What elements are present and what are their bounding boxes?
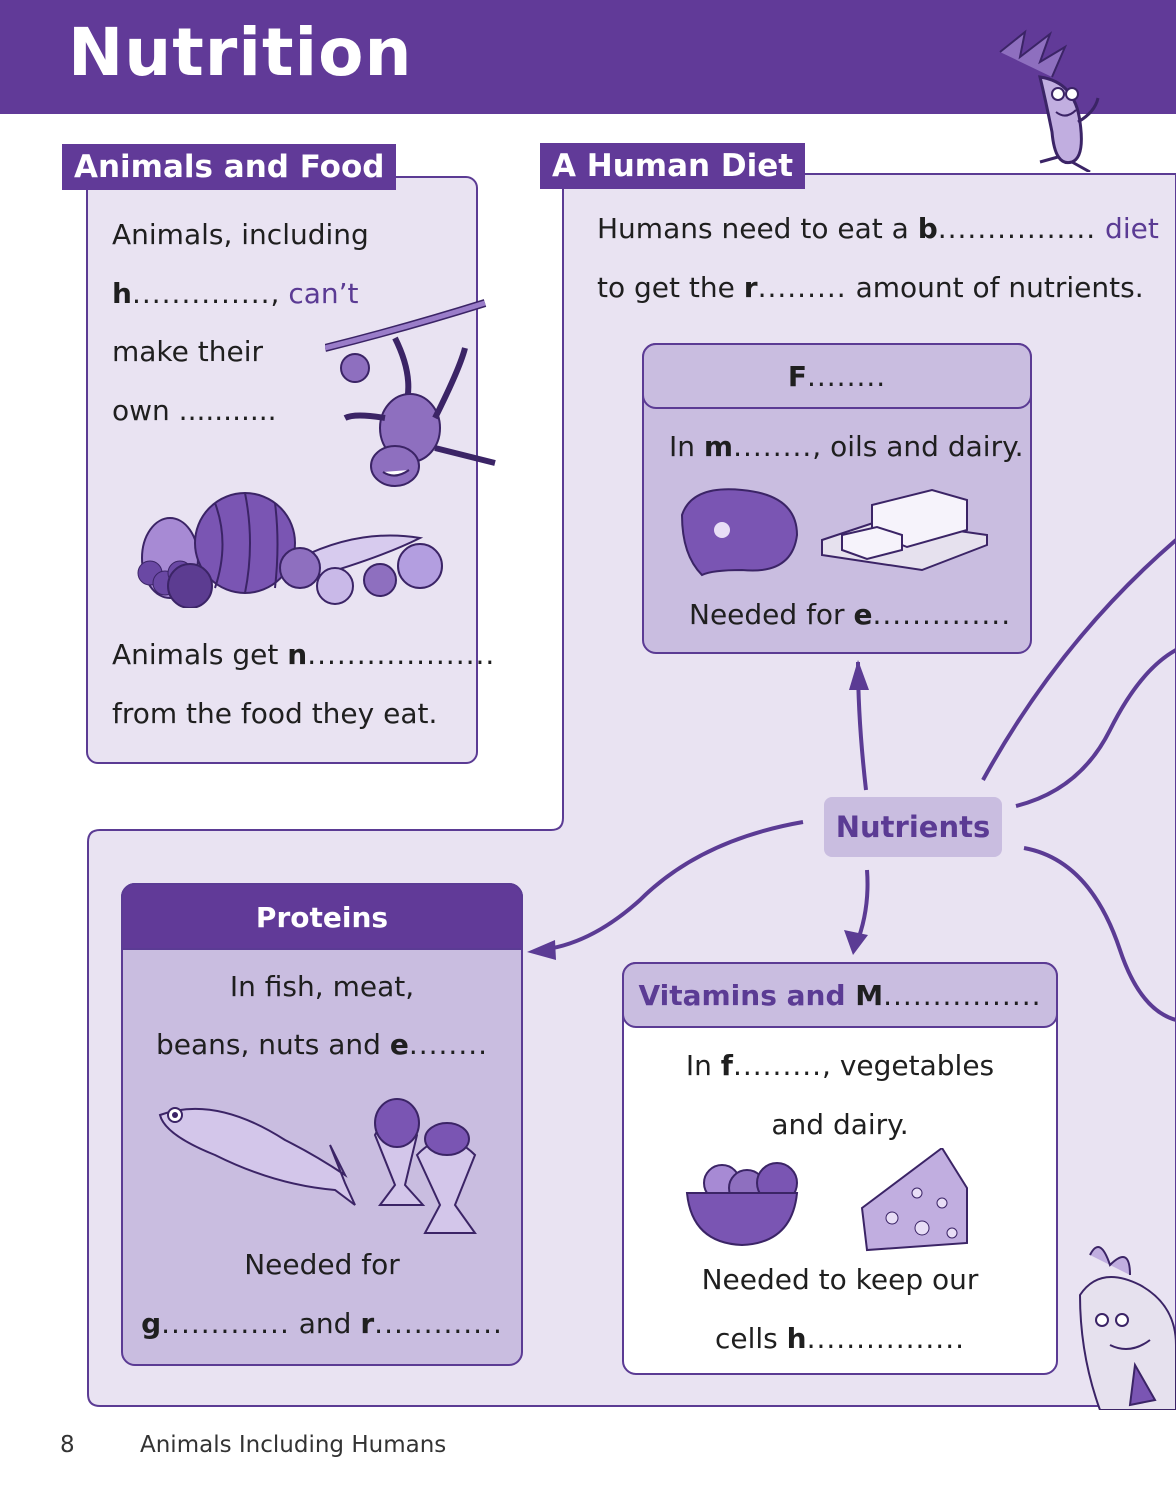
human-diet-line1: Humans need to eat a b................ d… <box>597 212 1159 246</box>
text: , oils and dairy. <box>812 430 1024 463</box>
text: amount of nutrients. <box>846 271 1144 304</box>
fats-card: F........ <box>642 343 1032 654</box>
blank-dots[interactable]: ......... <box>757 271 847 304</box>
blank-dots[interactable]: ........ <box>408 1028 489 1061</box>
text: Vitamins and <box>638 979 856 1012</box>
blank-dots[interactable]: ........ <box>806 360 887 393</box>
text: Needed for <box>689 598 854 631</box>
animals-food-tag: Animals and Food <box>62 144 397 190</box>
human-diet-line2: to get the r......... amount of nutrient… <box>597 271 1144 305</box>
blank-letter-e: e <box>853 598 873 631</box>
blank-letter-r: r <box>360 1307 375 1340</box>
blank-dots[interactable]: ................ <box>883 979 1042 1012</box>
vitamins-card: Vitamins and M................ <box>622 962 1058 1375</box>
blank-dots[interactable]: ......... <box>732 1049 823 1082</box>
blank-dots[interactable]: ................ <box>806 1322 965 1355</box>
blank-letter-m: M <box>855 979 884 1012</box>
blank-letter-r: r <box>743 271 758 304</box>
book-title: Animals Including Humans <box>140 1432 447 1458</box>
blank-letter-e: e <box>389 1028 409 1061</box>
proteins-line2: beans, nuts and e........ <box>121 1028 523 1062</box>
page-number: 8 <box>60 1432 75 1458</box>
blank-letter-h: h <box>112 277 132 310</box>
text: and <box>289 1307 361 1340</box>
text: beans, nuts and <box>155 1028 390 1061</box>
fruit-bowl-and-cheese-illustration <box>685 1148 968 1252</box>
character-illustration <box>1078 1246 1176 1410</box>
blank-letter-m: m <box>703 430 734 463</box>
vitamins-card-head: Vitamins and M................ <box>622 962 1058 1028</box>
blank-letter-f: F <box>787 360 807 393</box>
blank-dots[interactable]: .............. <box>872 598 1012 631</box>
blank-letter-h: h <box>786 1322 807 1355</box>
blank-letter-n: n <box>287 638 308 671</box>
fats-line2: Needed for e.............. <box>689 598 1011 632</box>
blank-dots[interactable]: .............. <box>131 277 271 310</box>
animals-food-line3: make their <box>112 335 264 368</box>
blank-letter-g: g <box>141 1307 162 1340</box>
animals-food-line2: h.............., can’t <box>112 277 359 311</box>
blank-dots[interactable]: ............. <box>374 1307 503 1340</box>
vitamins-line4: cells h................ <box>622 1322 1058 1356</box>
carrot-character-illustration <box>999 29 1100 172</box>
proteins-line1: In fish, meat, <box>229 970 415 1003</box>
fats-card-head: F........ <box>642 343 1032 409</box>
proteins-card-head: Proteins <box>121 883 523 950</box>
text: , vegetables <box>822 1049 995 1082</box>
animals-food-line1: Animals, including <box>112 218 369 251</box>
nutrients-node: Nutrients <box>824 797 1002 857</box>
text: In <box>685 1049 721 1082</box>
hint-word: diet <box>1105 212 1159 245</box>
meat-and-butter-illustration <box>680 488 988 577</box>
blank-dots[interactable]: ........ <box>733 430 813 463</box>
animals-food-line6: from the food they eat. <box>112 697 438 730</box>
vitamins-line2: and dairy. <box>771 1108 909 1141</box>
monkey-illustration <box>325 299 496 487</box>
animals-food-line4[interactable]: own ........... <box>112 394 277 427</box>
text: Animals get <box>112 638 288 671</box>
proteins-line3: Needed for <box>244 1248 400 1281</box>
blank-letter-b: b <box>917 212 938 245</box>
fruit-pile-illustration <box>137 492 443 608</box>
vitamins-line1: In f........., vegetables <box>622 1049 1058 1083</box>
blank-letter-f: f <box>720 1049 733 1082</box>
text: Humans need to eat a <box>597 212 918 245</box>
fish-and-eggs-illustration <box>158 1098 477 1234</box>
blank-dots[interactable]: ................... <box>307 638 496 671</box>
blank-dots[interactable]: ................ <box>937 212 1097 245</box>
proteins-line4: g............. and r............. <box>121 1307 523 1341</box>
vitamins-line3: Needed to keep our <box>701 1263 979 1296</box>
comma: , <box>270 277 280 310</box>
hint-word: can’t <box>288 277 359 310</box>
page-title: Nutrition <box>68 14 413 91</box>
text: cells <box>714 1322 787 1355</box>
page-header <box>0 0 1176 114</box>
text: to get the <box>597 271 744 304</box>
animals-food-line5: Animals get n................... <box>112 638 495 672</box>
blank-dots[interactable]: ............. <box>161 1307 290 1340</box>
fats-line1: In m........, oils and dairy. <box>669 430 1024 464</box>
text: In <box>669 430 704 463</box>
human-diet-tag: A Human Diet <box>540 143 806 189</box>
